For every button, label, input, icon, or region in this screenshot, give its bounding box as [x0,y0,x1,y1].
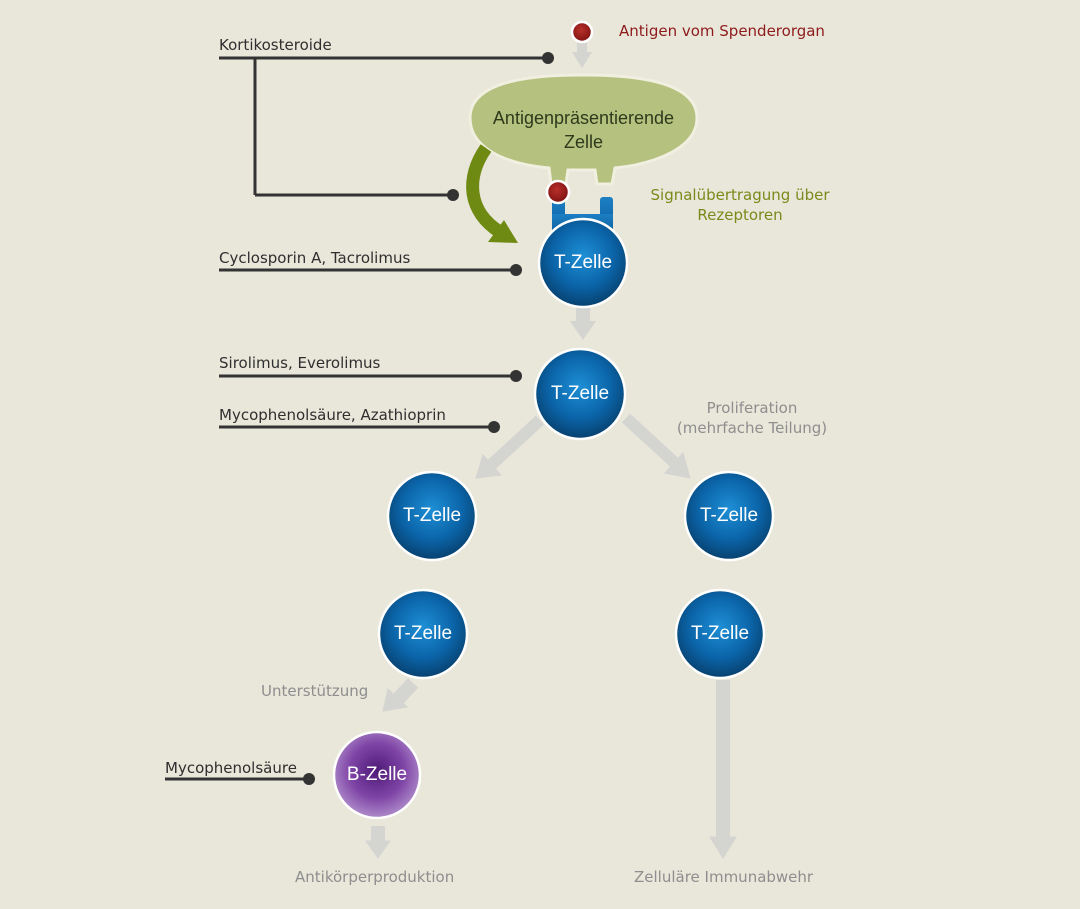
signal-label-line1: Signalübertragung über [650,186,830,204]
drug-label-antimetabolites: Mycophenolsäure, Azathioprin [219,406,446,424]
mycophenolic-b-line [165,773,315,785]
proliferation-label-line1: Proliferation [706,399,798,417]
t-cell-right-2-label: T-Zelle [690,623,750,644]
apc-label-line2: Zelle [563,132,603,152]
t-cell-activated-label: T-Zelle [553,252,613,273]
arrow-antigen-down [572,40,592,68]
apc-label-line1: Antigenpräsentierende [492,108,675,128]
calcineurin-line [219,264,522,276]
arrow-split-left [475,415,545,479]
arrow-split-right [621,413,691,479]
corticosteroid-line [219,52,554,201]
t-cell-proliferating [533,347,627,441]
apc-label: Antigenpräsentierende Zelle [470,106,697,154]
t-cell-right-1 [683,470,775,562]
b-cell-label: B-Zelle [346,764,408,785]
antimetabolite-line [219,421,500,433]
antibody-production-label: Antikörperproduktion [295,868,455,886]
arrow-antibody [365,826,391,859]
drug-label-mtor: Sirolimus, Everolimus [219,354,381,372]
arrow-tcell-down [570,306,596,340]
drug-label-corticosteroids: Kortikosteroide [219,36,332,54]
b-cell [332,730,422,820]
antigen-bound [545,179,571,205]
signal-label: Signalübertragung über Rezeptoren [640,185,840,225]
flow-arrows [365,40,737,859]
antigen-top [570,20,594,44]
antigen-label: Antigen vom Spenderorgan [619,22,825,40]
t-cell-left-1-label: T-Zelle [402,505,462,526]
apc-body [468,73,699,186]
proliferation-label: Proliferation (mehrfache Teilung) [662,398,842,438]
drug-lines [165,52,554,785]
t-cell-left-1 [386,470,478,562]
t-cell-left-2-label: T-Zelle [393,623,453,644]
t-cell-right-1-label: T-Zelle [699,505,759,526]
cells [332,217,775,820]
mtor-line [219,370,522,382]
cellular-immunity-label: Zelluläre Immunabwehr [634,868,814,886]
t-cell-right-2 [674,588,766,680]
t-cell-left-2 [377,588,469,680]
drug-label-mycophenolic-b: Mycophenolsäure [165,759,297,777]
signal-label-line2: Rezeptoren [697,206,783,224]
arrow-cellular [709,680,737,859]
proliferation-label-line2: (mehrfache Teilung) [676,419,828,437]
drug-label-calcineurin: Cyclosporin A, Tacrolimus [219,249,411,267]
t-cell-proliferating-label: T-Zelle [550,383,610,404]
antigen-presenting-cell [468,73,699,186]
antigens [545,20,594,205]
support-label: Unterstützung [261,682,369,700]
arrow-support [382,678,419,712]
signal-arrow [466,144,518,243]
t-cell-activated [537,217,629,309]
